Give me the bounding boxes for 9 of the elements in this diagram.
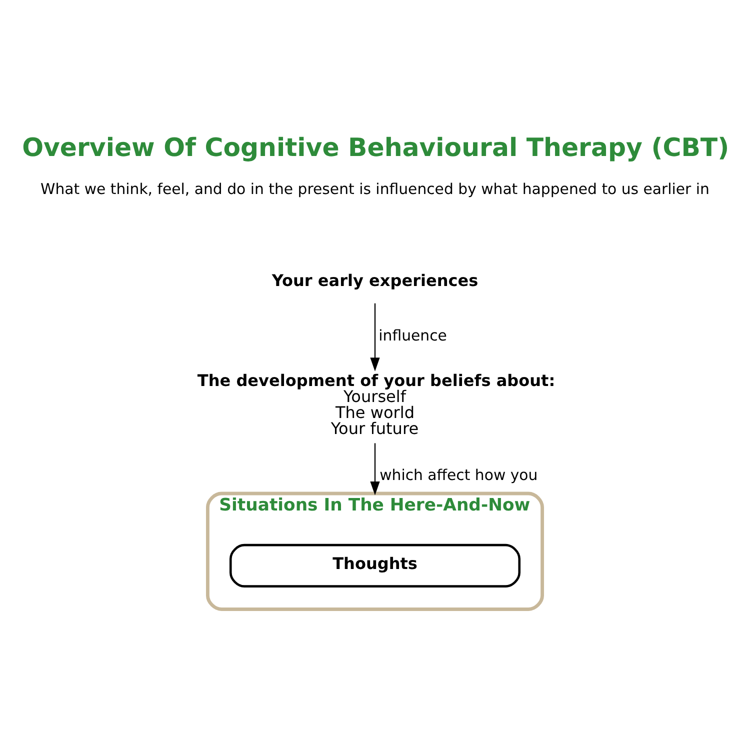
edge-label: which affect how you [380,466,538,484]
node-text: The development of your beliefs about: Yourself The world Your future [197,370,556,438]
node-text: Your early experiences [272,270,478,290]
arrow [370,442,380,495]
arrow [370,302,380,371]
edge-label: influence [378,326,447,344]
node-box: Thoughts [229,543,521,587]
label: What we think, feel, and do in the present is influenced by what happened to us earlier in [40,179,710,198]
diagram-title: Overview Of Cognitive Behavioural Therapy (CBT) [22,132,730,162]
